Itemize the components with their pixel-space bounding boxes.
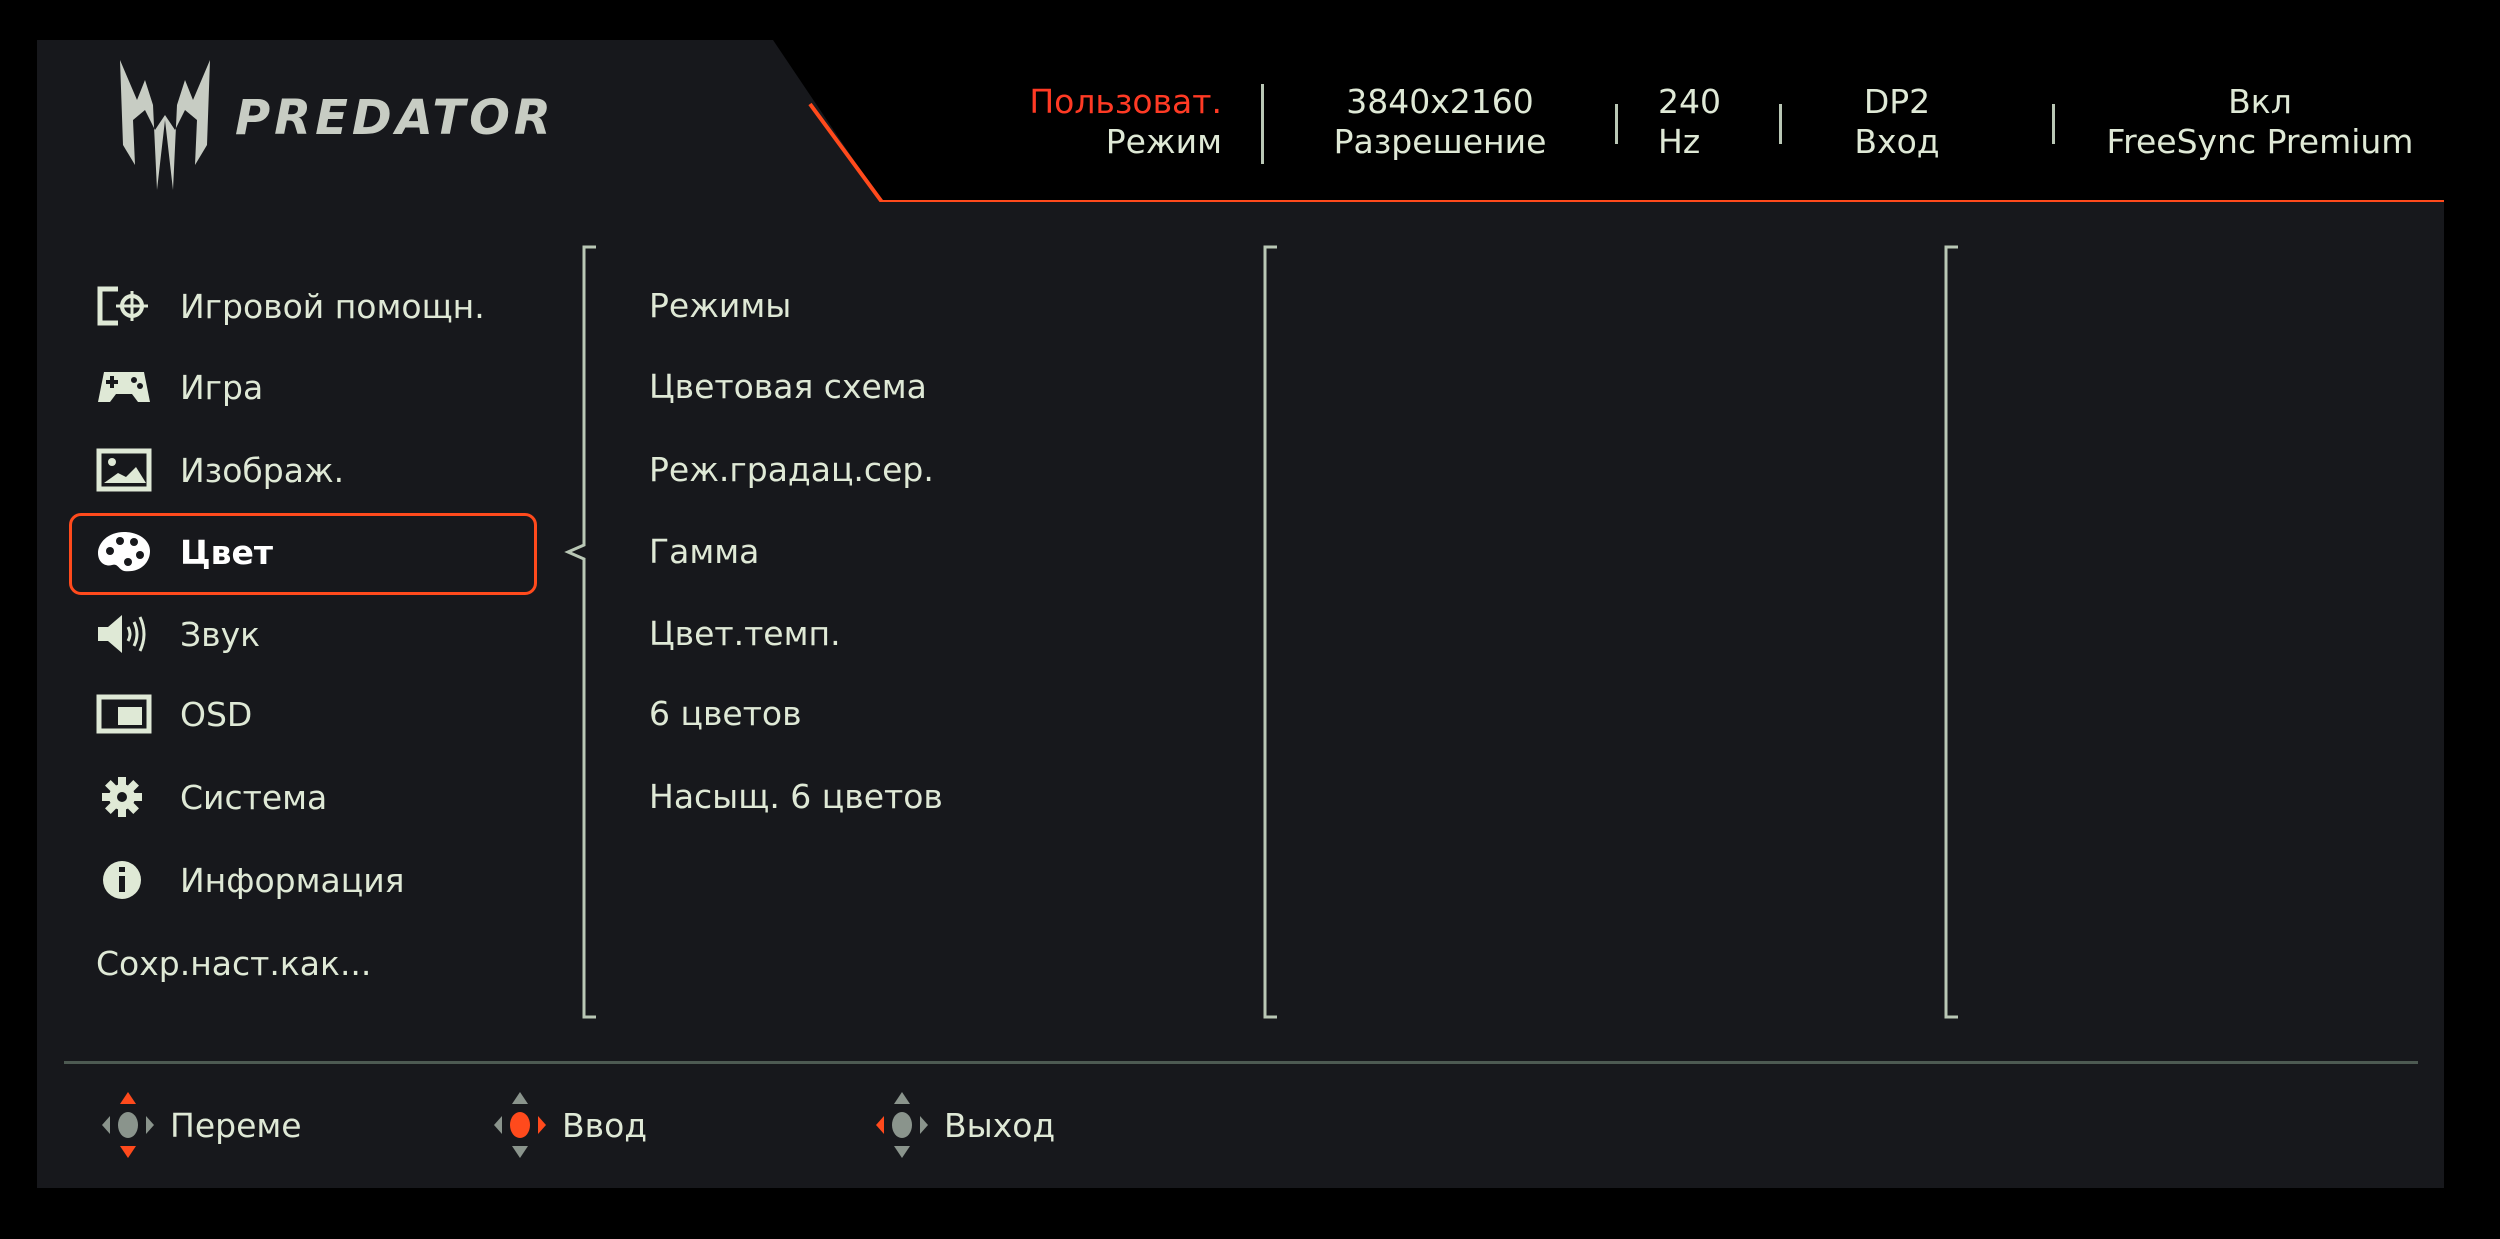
game-assist-icon xyxy=(97,286,148,326)
value-column-bracket xyxy=(1263,245,1277,1019)
submenu-item-grayscale-mode[interactable]: Реж.градац.сер. xyxy=(649,450,934,489)
sidebar-item-label: Цвет xyxy=(180,532,274,572)
sidebar-item-label: Информация xyxy=(180,860,405,900)
submenu-item-color-temp[interactable]: Цвет.темп. xyxy=(649,614,841,653)
mode-value: Пользоват. xyxy=(1029,82,1222,121)
sidebar-item-label: Сохр.наст.как... xyxy=(96,943,372,983)
gear-icon xyxy=(102,777,142,817)
status-mode: Пользоват. Режим xyxy=(1029,82,1222,162)
submenu-item-6-color-saturation[interactable]: Насыщ. 6 цветов xyxy=(649,777,943,816)
sidebar-item-information[interactable]: Информация xyxy=(96,850,405,910)
predator-logo: PREDATOR xyxy=(115,60,595,190)
submenu-item-gamma[interactable]: Гамма xyxy=(649,532,760,571)
sidebar-item-game-assist[interactable]: Игровой помощн. xyxy=(96,276,485,336)
status-refresh: 240 Hz xyxy=(1658,82,1721,162)
sidebar-item-label: OSD xyxy=(180,694,253,734)
joystick-left-icon xyxy=(876,1092,928,1158)
footer-divider xyxy=(64,1061,2418,1064)
submenu-item-modes[interactable]: Режимы xyxy=(649,286,792,325)
separator xyxy=(1779,104,1782,144)
mode-label: Режим xyxy=(1105,122,1222,161)
footer-hint-exit: Выход xyxy=(872,1090,1055,1160)
osd-panel xyxy=(37,40,2444,1188)
sidebar-item-label: Звук xyxy=(180,614,261,654)
footer-hint-move: Переме xyxy=(98,1090,302,1160)
sidebar-item-color[interactable]: Цвет xyxy=(96,522,273,582)
footer-hint-enter: Ввод xyxy=(490,1090,647,1160)
refresh-label: Hz xyxy=(1658,122,1701,161)
sidebar-item-image[interactable]: Изображ. xyxy=(96,440,344,500)
submenu-bracket xyxy=(564,245,596,1019)
status-resolution: 3840x2160 Разрешение xyxy=(1330,82,1550,162)
sidebar-item-game[interactable]: Игра xyxy=(96,357,263,417)
sidebar-item-system[interactable]: Система xyxy=(96,767,327,827)
logo-text: PREDATOR xyxy=(235,90,555,146)
freesync-value: Вкл xyxy=(2228,82,2292,121)
footer-exit-label: Выход xyxy=(944,1105,1056,1145)
sidebar-item-label: Игровой помощн. xyxy=(180,286,485,326)
header-frame xyxy=(773,40,2444,202)
joystick-press-icon xyxy=(494,1092,546,1158)
sidebar-item-label: Изображ. xyxy=(180,450,345,490)
separator xyxy=(1615,104,1618,144)
osd-icon xyxy=(96,694,152,734)
submenu-item-color-scheme[interactable]: Цветовая схема xyxy=(649,367,927,406)
image-icon xyxy=(96,448,152,492)
sidebar-item-osd[interactable]: OSD xyxy=(96,684,252,744)
refresh-value: 240 xyxy=(1658,82,1721,121)
gamepad-icon xyxy=(98,372,150,402)
status-freesync: Вкл FreeSync Premium xyxy=(2090,82,2430,162)
predator-logo-icon xyxy=(120,60,210,190)
selection-highlight xyxy=(69,513,537,595)
input-value: DP2 xyxy=(1863,82,1931,121)
submenu-item-6-colors[interactable]: 6 цветов xyxy=(649,694,802,733)
separator xyxy=(2052,104,2055,144)
status-input: DP2 Вход xyxy=(1817,82,1977,162)
separator xyxy=(1261,84,1264,164)
detail-column-bracket xyxy=(1944,245,1958,1019)
speaker-icon xyxy=(98,615,146,653)
footer-enter-label: Ввод xyxy=(562,1105,648,1145)
freesync-label: FreeSync Premium xyxy=(2106,122,2414,161)
info-icon xyxy=(103,861,141,899)
sidebar-item-sound[interactable]: Звук xyxy=(96,604,260,664)
palette-icon xyxy=(98,532,150,572)
sidebar-item-save-settings[interactable]: Сохр.наст.как... xyxy=(96,933,371,993)
input-label: Вход xyxy=(1854,122,1940,161)
sidebar-item-label: Система xyxy=(180,777,328,817)
sidebar-item-label: Игра xyxy=(180,367,264,407)
joystick-up-down-icon xyxy=(102,1092,154,1158)
resolution-value: 3840x2160 xyxy=(1346,82,1534,121)
resolution-label: Разрешение xyxy=(1333,122,1547,161)
footer-move-label: Переме xyxy=(170,1105,302,1145)
